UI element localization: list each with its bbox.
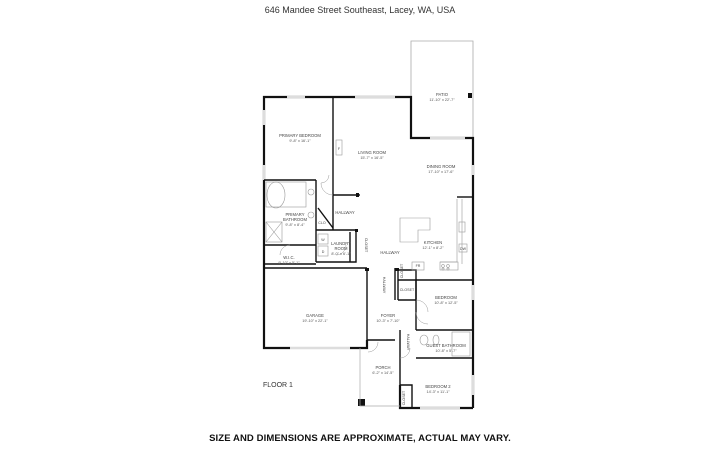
- dining-room-dims: 17'-10" x 17'-6": [428, 170, 454, 174]
- foyer-dims: 10'-3" x 7'-10": [376, 319, 400, 323]
- wic-label: W.I.C.: [283, 255, 294, 260]
- windows: [262, 95, 475, 410]
- patio-label: PATIO: [436, 92, 449, 97]
- closet-laundry-label: CLOSET: [364, 238, 368, 253]
- hallway-mid-label: HALLWAY: [380, 250, 399, 255]
- primary-bathroom-label-2: BATHROOM: [283, 217, 307, 222]
- interior-walls: [264, 97, 473, 408]
- living-room-label: LIVING ROOM: [358, 150, 386, 155]
- closet-bedroom2-label: CLOSET: [402, 390, 406, 405]
- garage-dims: 19'-10" x 22'-1": [302, 319, 328, 323]
- dining-room-label: DINING ROOM: [427, 164, 456, 169]
- disclaimer: SIZE AND DIMENSIONS ARE APPROXIMATE, ACT…: [209, 433, 511, 444]
- bedroom2-dims: 14'-3" x 11'-1": [426, 390, 450, 394]
- bedroom-label: BEDROOM: [435, 295, 457, 300]
- patio-outline: [410, 40, 474, 138]
- room-labels: PATIO 11'-10" x 22'-7" PRIMARY BEDROOM 9…: [278, 92, 466, 405]
- porch-label: PORCH: [375, 365, 390, 370]
- guest-bathroom-label: GUEST BATHROOM: [426, 343, 466, 348]
- fr-label: FR: [416, 264, 421, 268]
- porch-outline: [359, 348, 400, 407]
- guest-bathroom-dims: 10'-8" x 5'-7": [435, 349, 457, 353]
- bath-fixtures: [265, 139, 471, 357]
- bedroom2-label: BEDROOM 2: [425, 384, 451, 389]
- wic-dims: 9'-10" x 5'-1": [278, 261, 300, 265]
- dw-label: DW: [460, 247, 467, 251]
- exterior-walls: [262, 95, 475, 410]
- kitchen-label: KITCHEN: [424, 240, 442, 245]
- floor-label: FLOOR 1: [263, 382, 293, 389]
- washer-label: W: [321, 238, 325, 242]
- patio-dims: 11'-10" x 22'-7": [429, 98, 455, 102]
- door-swings: [279, 174, 429, 359]
- address-title: 646 Mandee Street Southeast, Lacey, WA, …: [264, 5, 456, 15]
- dryer-label: D: [322, 250, 325, 254]
- hallway-vertical-label: HALLWAY: [382, 277, 386, 294]
- kitchen-fixtures: [399, 199, 468, 271]
- kitchen-dims: 12'-1" x 8'-2": [422, 246, 444, 250]
- fireplace-label: F: [338, 147, 341, 151]
- wall-accents: [355, 193, 399, 406]
- closet-small-label: CLOSET: [400, 263, 404, 278]
- primary-bedroom-label: PRIMARY BEDROOM: [279, 133, 321, 138]
- foyer-label: FOYER: [381, 313, 395, 318]
- laundry-label-1: LAUNDRY: [331, 241, 351, 246]
- bedroom-dims: 10'-8" x 12'-5": [434, 301, 458, 305]
- laundry-dims: 8'-0" x 6'-1": [331, 252, 351, 256]
- hallway-upper-label: HALLWAY: [335, 210, 354, 215]
- closet-bedroom-label: CLOSET: [400, 288, 415, 292]
- primary-bathroom-label-1: PRIMARY: [285, 212, 304, 217]
- porch-dims: 6'-2" x 14'-5": [372, 371, 394, 375]
- living-room-dims: 15'-7" x 16'-5": [360, 156, 384, 160]
- primary-bathroom-dims: 9'-8" x 8'-4": [285, 223, 305, 227]
- garage-label: GARAGE: [306, 313, 324, 318]
- hallway-bath-label: HALLWAY: [406, 334, 410, 351]
- laundry-label-2: ROOM: [334, 246, 348, 251]
- primary-bedroom-dims: 9'-8" x 16'-1": [289, 139, 311, 143]
- clo-label: CLO: [318, 221, 326, 225]
